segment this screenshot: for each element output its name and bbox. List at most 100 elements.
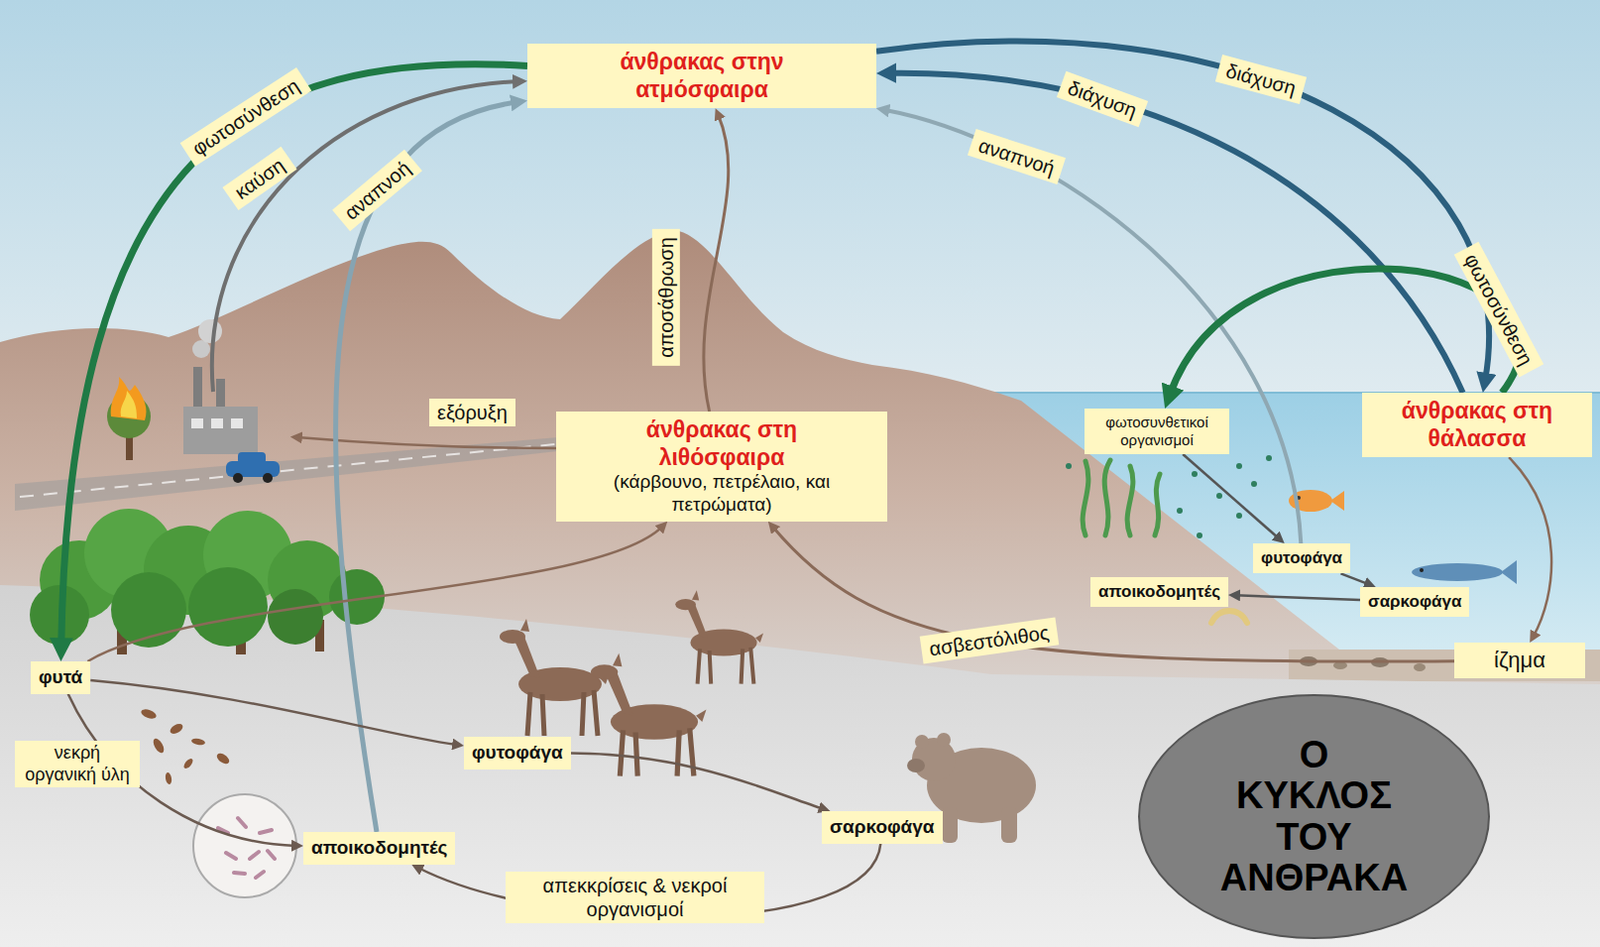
phytoplankton bbox=[1236, 462, 1243, 469]
shrimp bbox=[1211, 610, 1248, 623]
car bbox=[262, 472, 273, 483]
mountains bbox=[0, 229, 1600, 714]
deer bbox=[590, 653, 707, 777]
reservoir-box: άνθρακας στη θάλασσα bbox=[1362, 392, 1593, 458]
phytoplankton bbox=[1216, 492, 1223, 499]
car bbox=[226, 452, 280, 483]
dead-leaves bbox=[191, 737, 207, 746]
title-badge: Ο ΚΥΚΛΟΣ ΤΟΥ ΑΝΘΡΑΚΑ bbox=[1138, 693, 1490, 939]
bear bbox=[914, 734, 929, 749]
phytoplankton bbox=[1265, 455, 1272, 461]
organism-label: σαρκοφάγα bbox=[821, 810, 943, 844]
organism-label: αποικοδομητές bbox=[303, 831, 456, 865]
phytoplankton bbox=[1251, 480, 1258, 487]
flow-arrow bbox=[1235, 594, 1361, 600]
combustion-arrow bbox=[212, 81, 519, 392]
blue-fish bbox=[1411, 563, 1503, 581]
orange-fish bbox=[1330, 490, 1345, 511]
node-text: φυτοφάγα bbox=[1260, 548, 1343, 569]
flow-arrow bbox=[1182, 454, 1279, 539]
diagram-title: Ο ΚΥΚΛΟΣ ΤΟΥ ΑΝΘΡΑΚΑ bbox=[1220, 734, 1408, 898]
road bbox=[14, 436, 585, 511]
phytoplankton bbox=[1196, 532, 1203, 539]
dead-leaves bbox=[215, 751, 231, 767]
mountains bbox=[0, 229, 1600, 714]
flow-arrow bbox=[1508, 457, 1552, 637]
dead-leaves bbox=[182, 756, 195, 770]
seaweed bbox=[1082, 459, 1160, 536]
flow-label: απεκκρίσεις & νεκροί οργανισμοί bbox=[505, 871, 765, 923]
flow-arrow bbox=[1341, 572, 1371, 584]
organism-label: φωτοσυνθετικοί οργανισμοί bbox=[1084, 408, 1230, 455]
blue-fish bbox=[1411, 560, 1517, 584]
node-text: ίζημα bbox=[1462, 647, 1578, 674]
car bbox=[232, 472, 243, 483]
reservoir-box: άνθρακας στη λιθόσφαιρα(κάρβουνο, πετρέλ… bbox=[556, 411, 888, 522]
road bbox=[14, 436, 585, 511]
flow-arrow bbox=[1169, 268, 1521, 396]
factory bbox=[183, 319, 258, 455]
process-label: εξόρυξη bbox=[429, 398, 516, 427]
node-text: φυτοφάγα bbox=[471, 741, 564, 765]
phytoplankton bbox=[1176, 507, 1183, 514]
node-text: άνθρακας στη θάλασσα bbox=[1377, 397, 1577, 453]
blue-fish bbox=[1419, 568, 1424, 572]
factory bbox=[191, 418, 204, 429]
deer bbox=[499, 618, 610, 736]
flow-arrow bbox=[87, 526, 663, 662]
seaweed bbox=[1127, 465, 1134, 536]
factory bbox=[193, 366, 203, 409]
organism-label: φυτοφάγα bbox=[463, 736, 572, 770]
node-text: άνθρακας στη λιθόσφαιρα bbox=[607, 416, 836, 471]
deer bbox=[675, 589, 764, 684]
flow-arrow bbox=[884, 110, 1302, 544]
road bbox=[19, 442, 575, 497]
node-text: φυτά bbox=[38, 666, 83, 689]
trees bbox=[267, 588, 324, 645]
node-text: σαρκοφάγα bbox=[829, 815, 935, 839]
burning-tree bbox=[111, 376, 147, 421]
reservoir-box: άνθρακας στην ατμόσφαιρα bbox=[527, 43, 877, 109]
trees bbox=[188, 567, 268, 647]
dead-leaves bbox=[139, 707, 231, 786]
shrimp bbox=[1211, 610, 1248, 623]
burning-tree bbox=[120, 390, 137, 419]
dead-leaves bbox=[164, 772, 173, 786]
factory bbox=[230, 418, 243, 429]
decomposer-circle bbox=[218, 817, 275, 878]
sea-floor bbox=[1413, 663, 1426, 672]
phytoplankton bbox=[1191, 470, 1198, 477]
flow-arrow bbox=[703, 114, 729, 412]
dead-leaves bbox=[139, 707, 158, 721]
trees bbox=[29, 508, 385, 655]
sediment-label: ίζημα bbox=[1454, 642, 1586, 679]
flow-arrow bbox=[888, 73, 1463, 393]
node-text: (κάρβουνο, πετρέλαιο, και πετρώματα) bbox=[610, 470, 834, 517]
factory bbox=[216, 378, 226, 409]
factory bbox=[211, 418, 224, 429]
flow-label: αποσάθρωση bbox=[652, 228, 681, 366]
node-text: σαρκοφάγα bbox=[1368, 591, 1462, 612]
seaweed bbox=[1154, 473, 1160, 536]
burning-tree bbox=[107, 376, 151, 460]
node-text: αποικοδομητές bbox=[1098, 581, 1221, 602]
bear bbox=[936, 732, 951, 747]
flow-arrow bbox=[90, 680, 458, 745]
organism-label: αποικοδομητές bbox=[1090, 576, 1229, 607]
organism-label: φυτοφάγα bbox=[1253, 543, 1351, 573]
dead-leaves bbox=[168, 721, 185, 736]
car bbox=[226, 460, 280, 477]
dead-leaves bbox=[151, 736, 167, 755]
flow-arrow bbox=[61, 64, 528, 648]
bear bbox=[941, 806, 958, 843]
organism-label: φυτά bbox=[30, 661, 91, 694]
seaweed bbox=[1082, 460, 1089, 536]
seaweed bbox=[1104, 459, 1111, 536]
phytoplankton bbox=[1236, 512, 1243, 519]
blue-fish bbox=[1500, 560, 1517, 584]
combustion-arrow bbox=[212, 81, 519, 392]
flow-arrow bbox=[876, 40, 1489, 381]
